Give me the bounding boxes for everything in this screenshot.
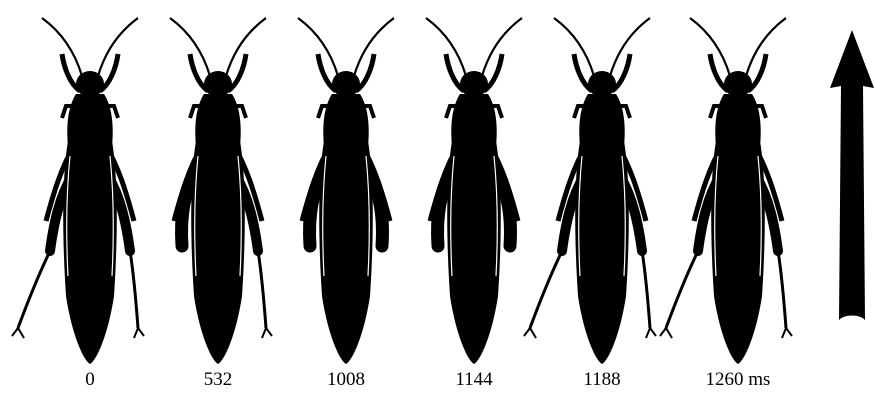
insect-frame-4	[524, 18, 656, 364]
insect-frame-5	[660, 18, 792, 364]
frames-layer	[12, 18, 792, 364]
insect-silhouette	[170, 18, 266, 364]
insect-frame-1	[170, 18, 272, 364]
left-hind-leg	[660, 176, 720, 338]
insect-frame-3	[426, 18, 522, 364]
insect-frame-0	[12, 18, 144, 364]
time-label-1: 532	[204, 370, 233, 389]
time-label-3: 1144	[455, 370, 492, 389]
insect-frame-2	[298, 18, 394, 364]
up-arrow-icon	[830, 30, 874, 320]
time-label-0: 0	[85, 370, 95, 389]
insect-silhouette	[298, 18, 394, 364]
direction-arrow	[830, 30, 874, 320]
insect-silhouette	[690, 18, 786, 364]
left-hind-leg	[12, 176, 72, 338]
insect-silhouette	[554, 18, 650, 364]
insect-silhouette	[426, 18, 522, 364]
time-label-5: 1260 ms	[706, 370, 771, 389]
left-hind-leg	[524, 176, 584, 338]
insect-silhouette	[42, 18, 138, 364]
time-label-4: 1188	[583, 370, 620, 389]
time-label-2: 1008	[327, 370, 365, 389]
